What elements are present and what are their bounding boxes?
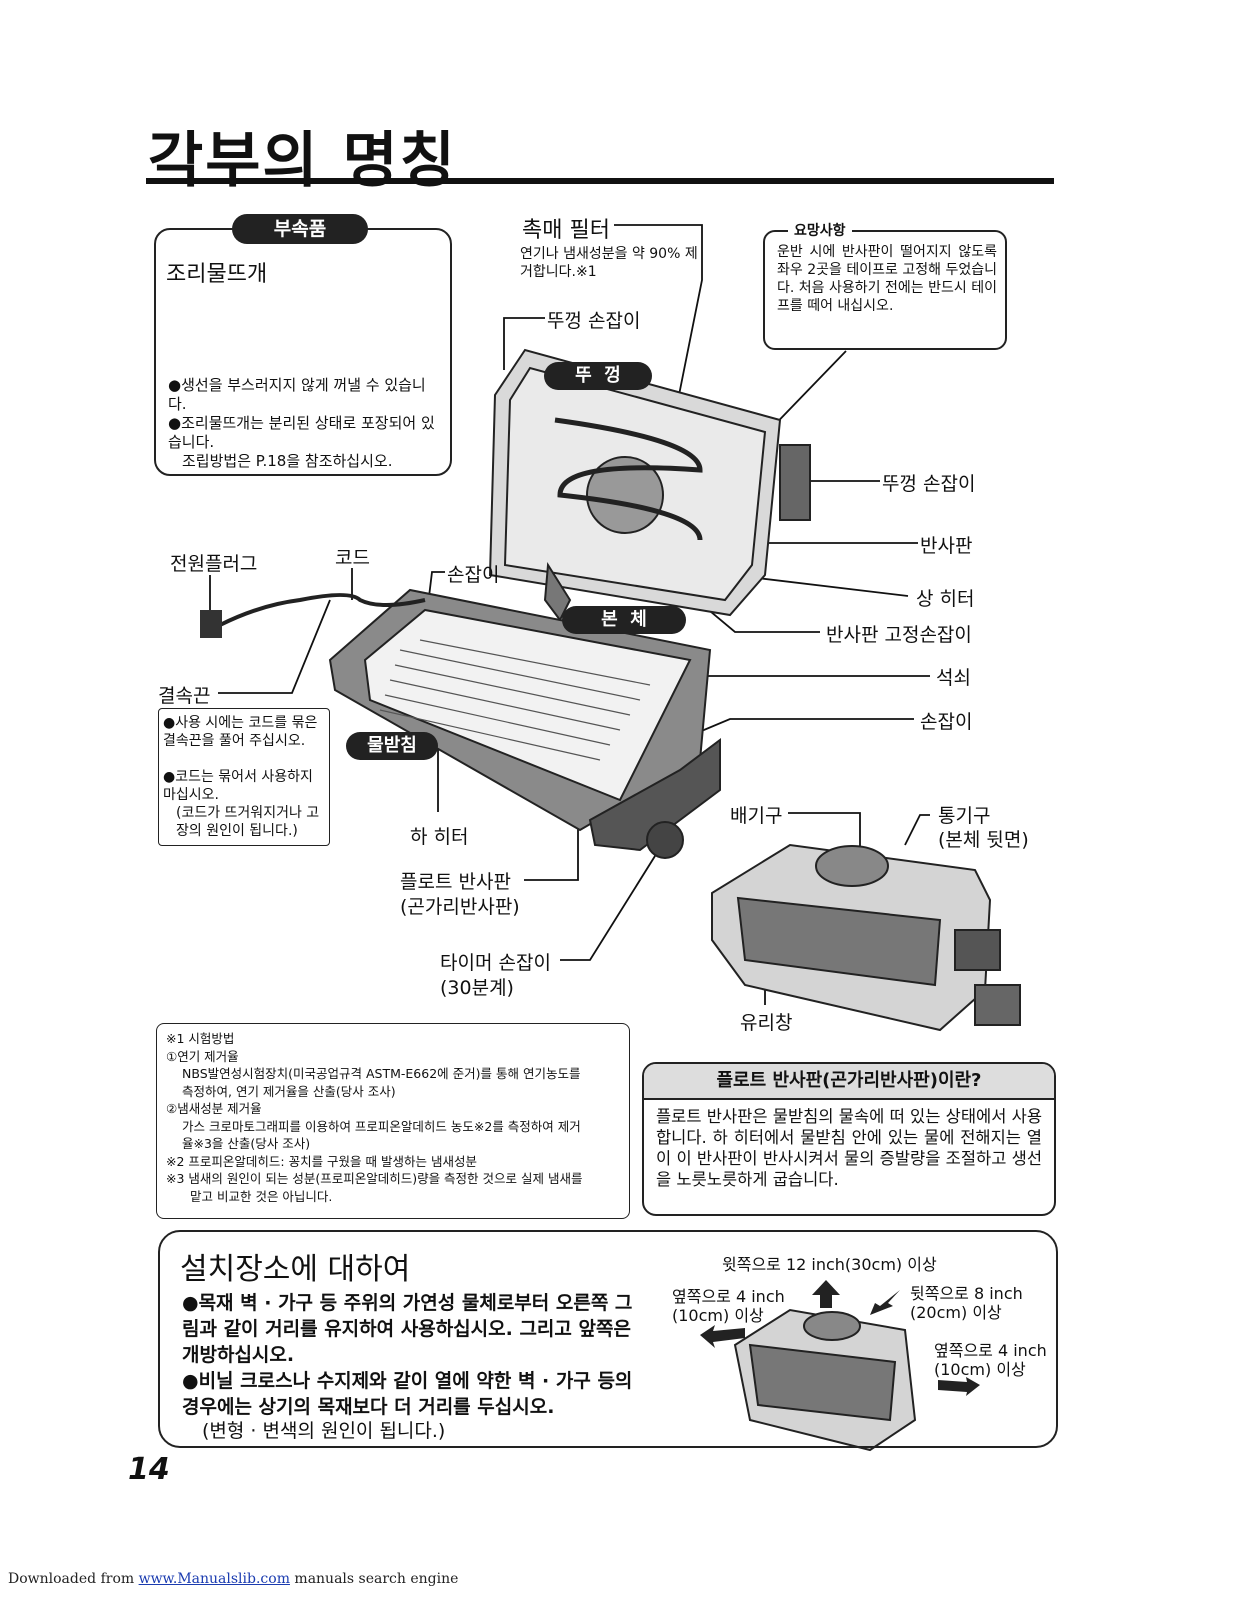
clearance-back: 뒷쪽으로 8 inch: [910, 1284, 1023, 1303]
float-reflector-sublabel: (곤가리반사판): [400, 896, 520, 918]
accessory-note-1: ●생선을 부스러지지 않게 꺼낼 수 있습니다.: [168, 376, 426, 413]
test-line: 측정하여, 연기 제거율을 산출(당사 조사): [182, 1083, 396, 1099]
lid-handle-top-label: 뚜껑 손잡이: [547, 310, 641, 332]
request-heading: 요망사항: [788, 220, 852, 240]
cord-note-2: ●코드는 묶어서 사용하지 마십시오.: [163, 769, 313, 803]
upper-heater-label: 상 히터: [916, 588, 975, 610]
install-box: [158, 1230, 1058, 1448]
body-label: 본 체: [562, 606, 686, 634]
handle-top-label: 손잡이: [447, 564, 500, 586]
closed-appliance: [711, 843, 1021, 1032]
appliance-lid: [488, 348, 811, 617]
accessory-box: [154, 228, 452, 476]
page-number: 14: [128, 1452, 170, 1487]
cord-note-1: ●사용 시에는 코드를 묶은 결속끈을 풀어 주십시오.: [163, 715, 318, 749]
test-method-box: [156, 1023, 630, 1219]
clearance-right-cm: (10cm) 이상: [934, 1360, 1026, 1379]
request-box: [763, 230, 1007, 350]
clearance-left-cm: (10cm) 이상: [672, 1306, 764, 1325]
lower-heater-label: 하 히터: [410, 826, 469, 848]
reflector-label: 반사판: [920, 535, 973, 557]
test-line: 맡고 비교한 것은 아닙니다.: [190, 1188, 333, 1204]
clearance-back-cm: (20cm) 이상: [910, 1303, 1002, 1322]
drip-tray-label: 물받침: [346, 732, 438, 760]
install-bullet-1: ●목재 벽 · 가구 등 주위의 가연성 물체로부터 오른쪽 그림과 같이 거리…: [182, 1292, 633, 1366]
lid-handle-right-label: 뚜껑 손잡이: [882, 473, 976, 495]
test-line: NBS발연성시험장치(미국공업규격 ASTM-E662에 준거)를 통해 연기농…: [182, 1066, 581, 1081]
power-cord: [219, 593, 426, 627]
cord-note-3: (코드가 뜨거워지거나 고장의 원인이 됩니다.): [176, 805, 320, 839]
test-line: ②냄새성분 제거율: [166, 1101, 262, 1116]
grill-label: 석쇠: [936, 667, 971, 689]
test-line: ※1 시험방법: [166, 1031, 235, 1046]
clearance-right: 옆쪽으로 4 inch: [934, 1341, 1047, 1360]
handle-right-label: 손잡이: [920, 711, 973, 733]
footer: Downloaded from www.Manualslib.com manua…: [8, 1571, 458, 1587]
catalyst-filter-desc: 연기나 냄새성분을 약 90% 제거합니다.※1: [520, 246, 698, 280]
vent-sublabel: (본체 뒷면): [938, 829, 1029, 851]
vent-label: 통기구: [938, 805, 991, 827]
tie-label: 결속끈: [158, 685, 211, 707]
test-line: 가스 크로마토그래피를 이용하여 프로피온알데히드 농도※2를 측정하여 제거: [182, 1118, 581, 1134]
cord-label: 코드: [335, 547, 370, 569]
plug-shape: [200, 610, 222, 638]
timer-label: 타이머 손잡이: [440, 952, 551, 974]
request-text: 운반 시에 반사판이 떨어지지 않도록 좌우 2곳을 테이프로 고정해 두었습니…: [777, 244, 997, 314]
catalyst-filter-label: 촉매 필터: [522, 218, 610, 243]
accessory-note-2: ●조리물뜨개는 분리된 상태로 포장되어 있습니다.: [168, 414, 435, 451]
test-method-lines: ※1 시험방법 ①연기 제거율 NBS발연성시험장치(미국공업규격 ASTM-E…: [166, 1030, 622, 1205]
float-info-heading: 플로트 반사판(곤가리반사판)이란?: [644, 1064, 1054, 1100]
cord-notes-box: [158, 708, 330, 846]
ladle-name: 조리물뜨개: [166, 262, 268, 287]
test-line: 율※3을 산출(당사 조사): [182, 1136, 311, 1151]
test-line: ※2 프로피온알데히드: 꽁치를 구웠을 때 발생하는 냄새성분: [166, 1153, 477, 1169]
float-reflector-label: 플로트 반사판: [400, 871, 511, 893]
exhaust-label: 배기구: [730, 805, 783, 827]
window-label: 유리창: [740, 1012, 793, 1034]
lid-label: 뚜 껑: [544, 362, 652, 390]
clearance-top: 윗쪽으로 12 inch(30cm) 이상: [722, 1255, 937, 1274]
test-line: ①연기 제거율: [166, 1048, 239, 1064]
title-rule: [146, 178, 1054, 184]
accessory-note-3: 조립방법은 P.18을 참조하십시오.: [182, 452, 393, 470]
float-info-box: 플로트 반사판(곤가리반사판)이란? 플로트 반사판은 물받침의 물속에 떠 있…: [642, 1062, 1056, 1216]
page-title: 각부의 명칭: [148, 126, 457, 196]
install-sub: (변형 · 변색의 원인이 됩니다.): [202, 1420, 446, 1442]
footer-prefix: Downloaded from: [8, 1571, 139, 1587]
accessory-heading: 부속품: [232, 214, 368, 244]
footer-suffix: manuals search engine: [289, 1571, 459, 1587]
footer-link[interactable]: www.Manualslib.com: [138, 1571, 290, 1587]
reflector-knob-label: 반사판 고정손잡이: [826, 624, 972, 646]
install-bullet-2: ●비닐 크로스나 수지제와 같이 열에 약한 벽 · 가구 등의 경우에는 상기…: [182, 1370, 633, 1418]
test-line: ※3 냄새의 원인이 되는 성분(프로피온알데히드)량을 측정한 것으로 실제 …: [166, 1171, 583, 1186]
plug-label: 전원플러그: [170, 553, 258, 575]
float-info-text: 플로트 반사판은 물받침의 물속에 떠 있는 상태에서 사용합니다. 하 히터에…: [656, 1107, 1042, 1189]
clearance-left: 옆쪽으로 4 inch: [672, 1287, 785, 1306]
timer-sublabel: (30분계): [440, 977, 514, 999]
install-heading: 설치장소에 대하여: [180, 1252, 411, 1287]
